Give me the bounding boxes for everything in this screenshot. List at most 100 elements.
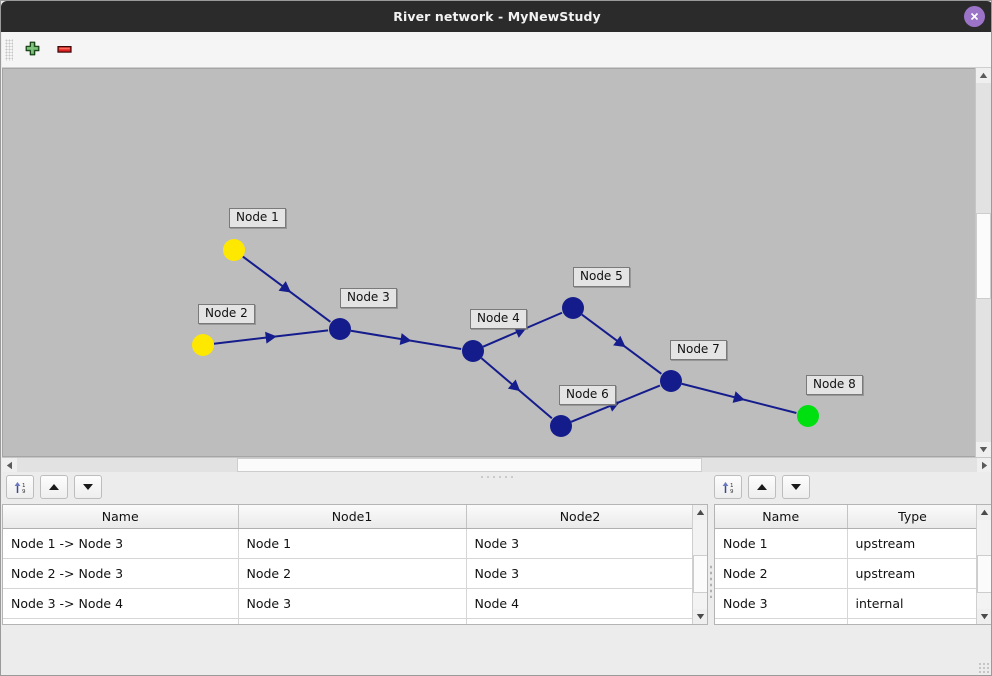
add-node-button[interactable] — [19, 37, 45, 63]
node-column-header-name[interactable]: Name — [715, 505, 848, 529]
graph-node-node6[interactable] — [550, 415, 572, 437]
branch-scroll-down-button[interactable] — [693, 609, 707, 624]
node-cell[interactable]: upstream — [847, 528, 978, 559]
node-cell[interactable]: Node 1 — [715, 528, 848, 559]
branch-cell[interactable]: Node 3 — [466, 528, 694, 559]
node-table-row[interactable]: Node 4internal — [715, 618, 978, 624]
canvas-vscroll-thumb[interactable] — [976, 213, 991, 299]
branch-cell[interactable]: Node 4 -> Node 5 — [3, 618, 239, 624]
svg-text:1: 1 — [730, 483, 734, 489]
arrow-down-icon — [83, 484, 93, 490]
graph-node-node1[interactable] — [223, 239, 245, 261]
node-label-node2[interactable]: Node 2 — [198, 304, 255, 324]
node-table-vertical-scrollbar[interactable] — [976, 505, 991, 624]
node-scroll-down-button[interactable] — [977, 609, 991, 624]
close-icon — [970, 12, 979, 21]
branch-table-vertical-scrollbar[interactable] — [692, 505, 707, 624]
branch-cell[interactable]: Node 4 — [466, 588, 694, 619]
node-cell[interactable]: Node 3 — [715, 588, 848, 619]
node-panel-toolbar: 1 9 — [714, 475, 810, 499]
scroll-right-button[interactable] — [977, 458, 991, 473]
node-cell[interactable]: upstream — [847, 558, 978, 589]
scroll-down-button[interactable] — [976, 442, 991, 457]
branch-cell[interactable]: Node 2 -> Node 3 — [3, 558, 239, 589]
graph-node-node3[interactable] — [329, 318, 351, 340]
node-label-node6[interactable]: Node 6 — [559, 385, 616, 405]
node-label-node5[interactable]: Node 5 — [573, 267, 630, 287]
node-label-node8[interactable]: Node 8 — [806, 375, 863, 395]
branch-sort-button[interactable]: 1 9 — [6, 475, 34, 499]
scroll-up-button[interactable] — [976, 68, 991, 83]
canvas-vertical-scrollbar[interactable] — [975, 68, 991, 457]
graph-node-node2[interactable] — [192, 334, 214, 356]
node-cell[interactable]: Node 4 — [715, 618, 848, 624]
branch-scroll-up-button[interactable] — [693, 505, 707, 520]
node-cell[interactable]: Node 2 — [715, 558, 848, 589]
branch-cell[interactable]: Node 3 — [238, 588, 467, 619]
svg-text:9: 9 — [730, 489, 734, 495]
remove-node-button[interactable] — [51, 37, 77, 63]
graph-node-node4[interactable] — [462, 340, 484, 362]
node-vscroll-thumb[interactable] — [977, 555, 991, 593]
vertical-splitter[interactable] — [707, 501, 714, 661]
branch-cell[interactable]: Node 3 — [466, 558, 694, 589]
node-scroll-up-button[interactable] — [977, 505, 991, 520]
horizontal-splitter[interactable] — [2, 472, 991, 481]
scroll-left-button[interactable] — [2, 458, 17, 473]
branch-column-header-node2[interactable]: Node2 — [466, 505, 694, 529]
branch-column-header-name[interactable]: Name — [3, 505, 239, 529]
arrow-up-icon — [757, 484, 767, 490]
node-move-down-button[interactable] — [782, 475, 810, 499]
branch-vscroll-thumb[interactable] — [693, 555, 707, 593]
branch-move-down-button[interactable] — [74, 475, 102, 499]
branch-cell[interactable]: Node 1 — [238, 528, 467, 559]
canvas-horizontal-scrollbar[interactable] — [2, 457, 991, 473]
node-label-node3[interactable]: Node 3 — [340, 288, 397, 308]
branch-cell[interactable]: Node 1 -> Node 3 — [3, 528, 239, 559]
toolbar-drag-handle[interactable] — [5, 38, 13, 61]
node-cell[interactable]: internal — [847, 588, 978, 619]
branch-move-up-button[interactable] — [40, 475, 68, 499]
splitter-grip-icon — [479, 474, 515, 479]
graph-node-node7[interactable] — [660, 370, 682, 392]
branch-cell[interactable]: Node 2 — [238, 558, 467, 589]
edge-arrow-icon — [399, 333, 412, 345]
triangle-left-icon — [6, 461, 12, 470]
nodes-layer — [192, 239, 819, 437]
arrow-up-icon — [49, 484, 59, 490]
network-diagram-canvas[interactable]: Node 1 Node 2 Node 3 Node 4 Node 5 Node 6 Node… — [2, 68, 991, 457]
canvas-hscroll-thumb[interactable] — [237, 458, 702, 472]
node-move-up-button[interactable] — [748, 475, 776, 499]
node-label-node4[interactable]: Node 4 — [470, 309, 527, 329]
graph-node-node5[interactable] — [562, 297, 584, 319]
branch-cell[interactable]: Node 4 — [238, 618, 467, 624]
node-label-node1[interactable]: Node 1 — [229, 208, 286, 228]
node-sort-button[interactable]: 1 9 — [714, 475, 742, 499]
window-resize-grip-icon[interactable] — [978, 662, 990, 674]
graph-node-node8[interactable] — [797, 405, 819, 427]
vertical-splitter-grip-icon — [708, 564, 713, 598]
node-cell[interactable]: internal — [847, 618, 978, 624]
edge-arrow-icon — [514, 326, 527, 338]
branch-cell[interactable]: Node 5 — [466, 618, 694, 624]
node-column-header-type[interactable]: Type — [847, 505, 978, 529]
branch-cell[interactable]: Node 3 -> Node 4 — [3, 588, 239, 619]
close-button[interactable] — [964, 6, 985, 27]
edge-arrow-icon — [265, 331, 277, 344]
node-label-node7[interactable]: Node 7 — [670, 340, 727, 360]
branch-column-header-node1[interactable]: Node1 — [238, 505, 467, 529]
